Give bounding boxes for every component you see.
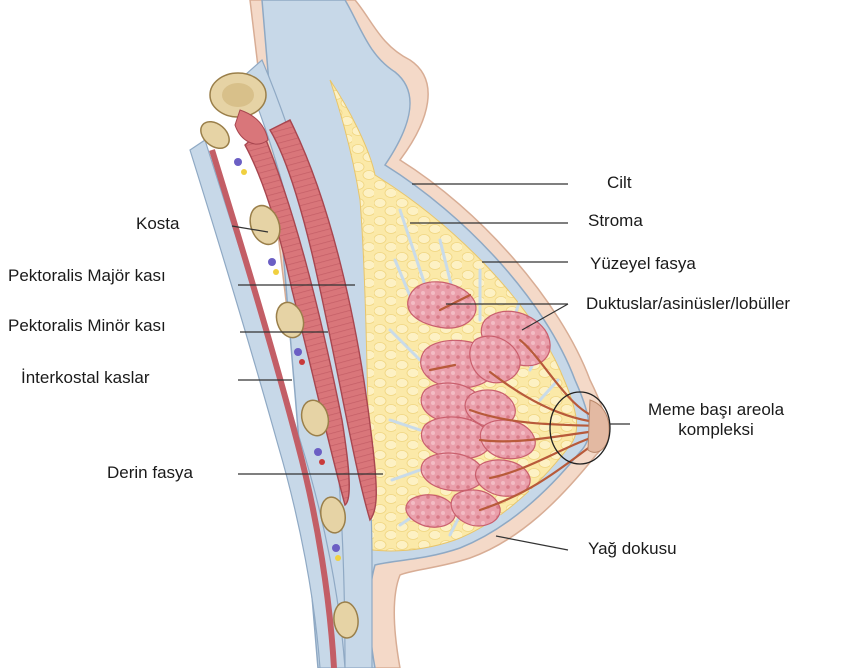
leader-yag-dokusu [496,536,568,550]
label-meme-basi: Meme başı areola kompleksi [636,400,796,440]
label-kosta: Kosta [136,214,179,234]
label-duktuslar: Duktuslar/asinüsler/lobüller [586,294,790,314]
label-meme-basi-line2: kompleksi [636,420,796,440]
label-derin-fasya: Derin fasya [107,463,193,483]
label-yag-dokusu: Yağ dokusu [588,539,677,559]
label-interkostal: İnterkostal kaslar [21,368,150,388]
nipple [588,400,609,452]
label-pektoralis-major: Pektoralis Majör kası [8,266,166,286]
label-meme-basi-line1: Meme başı areola [636,400,796,420]
label-yuzeyel-fasya: Yüzeyel fasya [590,254,696,274]
label-pektoralis-minor: Pektoralis Minör kası [8,316,166,336]
label-stroma: Stroma [588,211,643,231]
label-cilt: Cilt [607,173,632,193]
